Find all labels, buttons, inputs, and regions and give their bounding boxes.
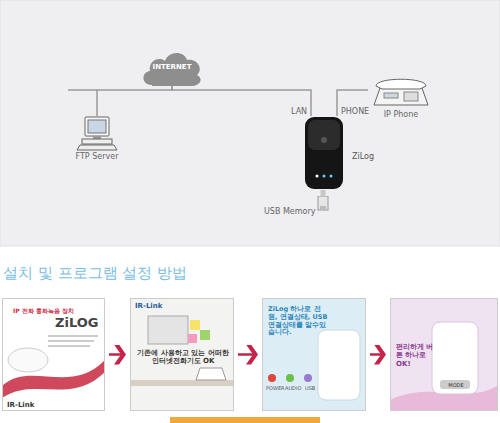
- step-panel: ZiLog 하나로 전원, 연결상태, USB연결상태를 알수있습니다. POWE…: [262, 298, 366, 411]
- node-text: POWER: [266, 385, 285, 391]
- port-label: PHONE: [341, 107, 369, 117]
- orange-bar: [170, 417, 320, 423]
- bus-stub: [68, 89, 97, 91]
- usb-led: [304, 374, 312, 382]
- node-label: ZiLog 하나로 전원, 연결상태, USB연결상태를 알수있습니다.: [268, 306, 330, 337]
- symbol-group: [374, 79, 428, 105]
- desk-phone: [196, 368, 226, 380]
- device-gloss: [308, 120, 340, 150]
- symbol-group: [77, 117, 117, 150]
- sticky-note: [200, 330, 210, 340]
- keyboard-symbol: [77, 145, 117, 150]
- network-wire: [172, 86, 311, 116]
- step-arrow: [238, 353, 257, 356]
- node-text: IR-Link: [7, 401, 34, 409]
- usb-plug: [320, 206, 326, 210]
- power-led: [268, 374, 276, 382]
- device-picture: [318, 330, 360, 400]
- device-node: ZiLog: [304, 116, 386, 190]
- symbol-group: [305, 117, 343, 189]
- device-picture: [432, 322, 478, 394]
- node-label: INTERNET: [140, 63, 204, 71]
- port-label: LAN: [291, 107, 307, 117]
- fine-print: [48, 335, 98, 337]
- monitor-casing: [85, 117, 109, 136]
- section-heading: 설치 및 프로그램 설정 방법: [3, 264, 187, 283]
- fine-print: [48, 340, 94, 342]
- desk-top: [130, 380, 234, 386]
- fine-print: [48, 345, 90, 347]
- step-panel-bg: [262, 298, 366, 411]
- device-logo: [321, 137, 327, 143]
- sticky-note: [190, 320, 200, 330]
- status-led: [323, 175, 326, 178]
- node-label: 편리하게 버튼 하나로 OK!: [396, 343, 440, 368]
- step-panel: IR-Link 기존에 사용하고 있는 어떠한 인터넷전화기도 OK: [130, 298, 234, 411]
- usb-node: USB Memory: [262, 196, 354, 222]
- node-label: FTP Server: [72, 152, 122, 162]
- step-arrow: [109, 353, 125, 356]
- node-label: IR-Link: [135, 302, 162, 310]
- node-label: USB Memory: [264, 207, 316, 217]
- phone-keypad: [404, 92, 418, 101]
- network-wire: [97, 86, 172, 116]
- network-wire: [321, 190, 326, 196]
- computer-base: [82, 139, 112, 144]
- computer-node: FTP Server: [72, 116, 122, 162]
- status-led: [330, 175, 333, 178]
- usb-stick: [318, 196, 328, 210]
- step-panel: 편리하게 버튼 하나로 OK! MODE: [390, 298, 498, 411]
- mode-button: [440, 380, 470, 389]
- symbol-group: [318, 196, 328, 210]
- phone-node: IP Phone: [368, 74, 434, 122]
- monitor-screen: [88, 120, 106, 133]
- monitor-picture: [148, 316, 188, 344]
- node-text: AUDIO: [285, 385, 301, 391]
- device-body: [305, 117, 343, 189]
- status-led: [316, 175, 319, 178]
- phone-display: [384, 93, 398, 98]
- audio-led: [286, 374, 294, 382]
- device-picture: [8, 348, 48, 372]
- step-panel-bg: [130, 298, 234, 411]
- phone-handset: [376, 79, 426, 89]
- node-text: ZiLOG: [55, 315, 98, 331]
- node-text: 기존에 사용하고 있는 어떠한 인터넷전화기도 OK: [137, 349, 229, 366]
- step-panel-bg: [2, 298, 105, 411]
- node-label: ZiLog: [352, 152, 374, 162]
- node-label: IP 전화 통화녹음 장치: [13, 307, 74, 314]
- node-label: IP Phone: [368, 110, 434, 120]
- sticky-note: [188, 334, 197, 343]
- node-text: MODE: [441, 382, 471, 388]
- network-panel: [0, 0, 500, 246]
- cloud-node: INTERNET: [140, 48, 204, 86]
- step-panel-bg: [390, 298, 498, 411]
- step-arrow: [370, 353, 385, 356]
- phone-body: [374, 88, 428, 105]
- node-text: USB: [305, 385, 315, 391]
- step-panel: IP 전화 통화녹음 장치ZiLOG IR-Link: [2, 298, 105, 411]
